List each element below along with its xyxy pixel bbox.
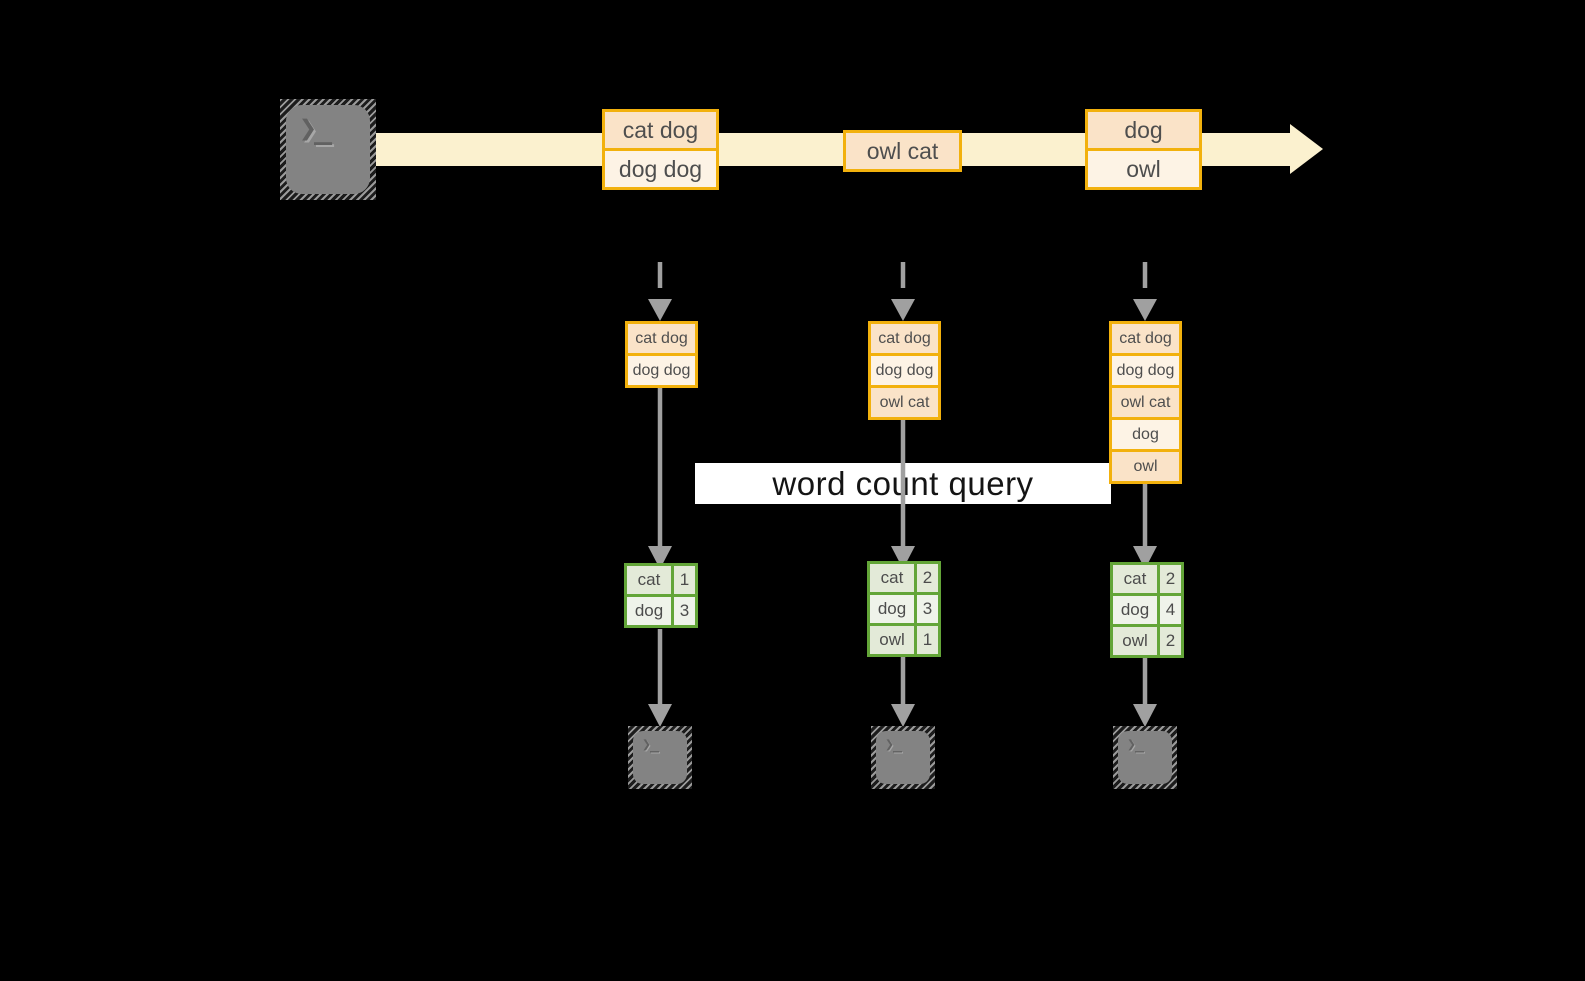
buffer-cell: dog dog [628, 353, 695, 385]
stream-event-cell: cat dog [605, 112, 716, 148]
word-cell: owl [870, 626, 914, 654]
query-arrow-col1 [648, 387, 672, 569]
count-cell: 2 [917, 564, 938, 592]
word-cell: cat [1113, 565, 1157, 593]
terminal-body: ❯_ [286, 105, 370, 194]
stream-event-cell: owl [1088, 148, 1199, 187]
terminal-body: ❯_ [876, 731, 930, 784]
sink-terminal-icon-col3: ❯_ [1113, 726, 1177, 789]
word-cell: dog [870, 595, 914, 623]
terminal-prompt-glyph: ❯_ [299, 111, 332, 146]
buffer-cell: cat dog [628, 324, 695, 353]
ingest-arrow-col1 [648, 262, 672, 321]
buffer-cell: dog [1112, 417, 1179, 449]
buffer-stack-col3: cat dog dog dog owl cat dog owl [1109, 321, 1182, 484]
buffer-cell: cat dog [1112, 324, 1179, 353]
terminal-prompt-glyph: ❯_ [642, 735, 659, 753]
terminal-prompt-glyph: ❯_ [885, 735, 902, 753]
buffer-cell: dog dog [871, 353, 938, 385]
word-cell: dog [627, 597, 671, 625]
count-cell: 2 [1160, 627, 1181, 655]
count-table-col2: cat 2 dog 3 owl 1 [867, 561, 941, 657]
sink-terminal-icon-col1: ❯_ [628, 726, 692, 789]
terminal-body: ❯_ [633, 731, 687, 784]
query-arrow-col3 [1133, 482, 1157, 569]
word-cell: cat [870, 564, 914, 592]
count-table-col1: cat 1 dog 3 [624, 563, 698, 628]
sink-terminal-icon-col2: ❯_ [871, 726, 935, 789]
count-cell: 3 [674, 597, 695, 625]
count-cell: 4 [1160, 596, 1181, 624]
stream-event-box-3: dog owl [1085, 109, 1202, 190]
source-terminal-icon: ❯_ [280, 99, 376, 200]
buffer-stack-col1: cat dog dog dog [625, 321, 698, 388]
count-table-col3: cat 2 dog 4 owl 2 [1110, 562, 1184, 658]
buffer-cell: owl cat [1112, 385, 1179, 417]
stream-event-cell: owl cat [846, 133, 959, 169]
ingest-arrow-col3 [1133, 262, 1157, 321]
stream-band-arrowhead-icon [1290, 124, 1323, 174]
terminal-body: ❯_ [1118, 731, 1172, 784]
count-cell: 3 [917, 595, 938, 623]
buffer-cell: dog dog [1112, 353, 1179, 385]
word-cell: cat [627, 566, 671, 594]
count-cell: 1 [674, 566, 695, 594]
ingest-arrow-col2 [891, 262, 915, 321]
buffer-stack-col2: cat dog dog dog owl cat [868, 321, 941, 420]
stream-event-cell: dog [1088, 112, 1199, 148]
stream-event-cell: dog dog [605, 148, 716, 187]
stream-event-box-1: cat dog dog dog [602, 109, 719, 190]
query-arrow-col2 [891, 418, 915, 569]
output-arrow-col3 [1133, 656, 1157, 727]
word-cell: dog [1113, 596, 1157, 624]
count-cell: 2 [1160, 565, 1181, 593]
output-arrow-col1 [648, 629, 672, 727]
buffer-cell: owl [1112, 449, 1179, 481]
buffer-cell: cat dog [871, 324, 938, 353]
word-cell: owl [1113, 627, 1157, 655]
buffer-cell: owl cat [871, 385, 938, 417]
stream-event-box-2: owl cat [843, 130, 962, 172]
count-cell: 1 [917, 626, 938, 654]
terminal-prompt-glyph: ❯_ [1127, 735, 1144, 753]
output-arrow-col2 [891, 655, 915, 727]
